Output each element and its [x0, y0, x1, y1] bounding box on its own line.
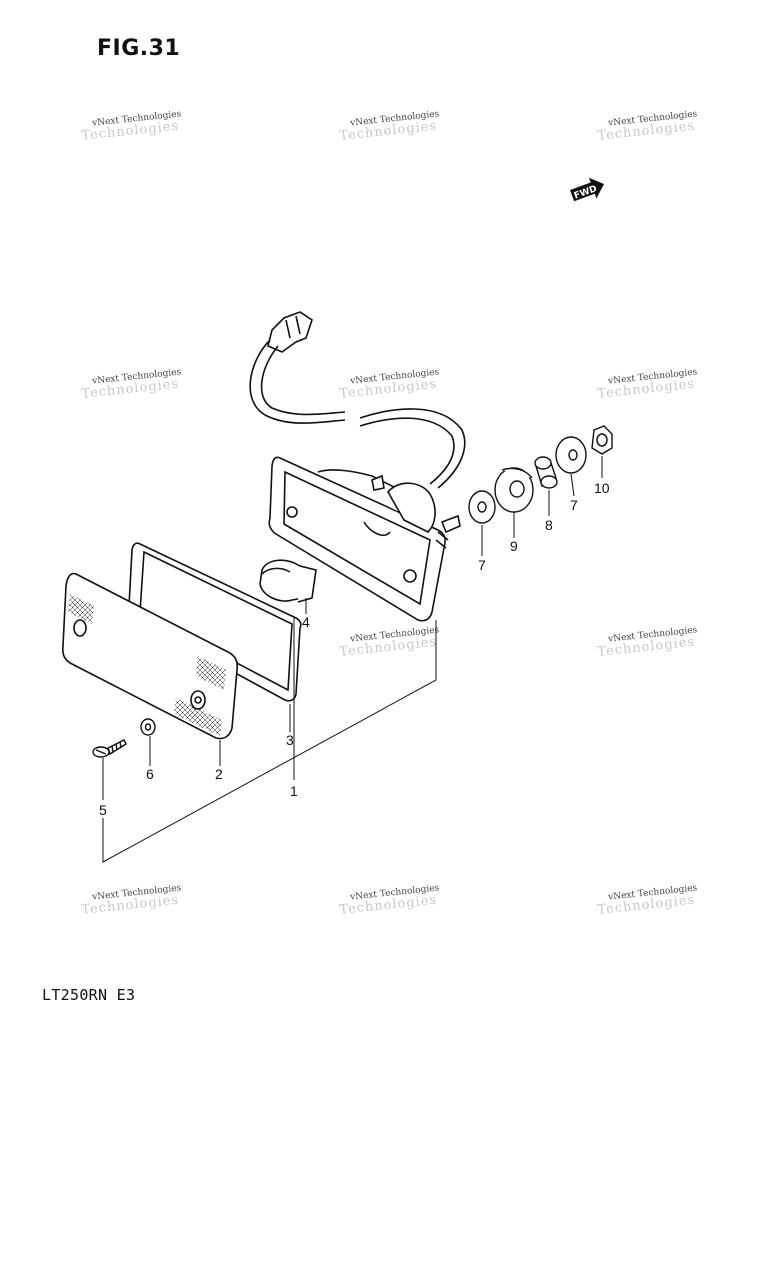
screw — [92, 739, 127, 758]
nut — [591, 425, 613, 455]
leader-lines — [102, 456, 603, 863]
callout-9: 9 — [510, 538, 518, 554]
callout-7-front: 7 — [478, 557, 486, 573]
cushion — [494, 467, 534, 513]
wiring-harness — [249, 311, 466, 489]
washer-front — [468, 490, 496, 524]
callout-2: 2 — [215, 766, 223, 782]
callout-1: 1 — [290, 783, 298, 799]
lamp-housing — [268, 456, 461, 622]
fwd-arrow-badge: FWD — [570, 177, 605, 202]
callout-8: 8 — [545, 517, 553, 533]
spacer — [534, 456, 558, 489]
callout-10: 10 — [594, 480, 610, 496]
callout-6: 6 — [146, 766, 154, 782]
callout-7-rear: 7 — [570, 497, 578, 513]
lens-gasket — [127, 542, 302, 702]
callout-4: 4 — [302, 614, 310, 630]
lens — [61, 572, 239, 740]
callout-5: 5 — [99, 802, 107, 818]
callout-3: 3 — [286, 732, 294, 748]
small-washer — [140, 718, 156, 736]
bulb — [259, 559, 317, 603]
figure-title: FIG.31 — [97, 36, 181, 61]
svg-text:FWD: FWD — [573, 184, 599, 201]
model-code-label: LT250RN E3 — [42, 986, 136, 1004]
washer-rear — [555, 436, 587, 474]
